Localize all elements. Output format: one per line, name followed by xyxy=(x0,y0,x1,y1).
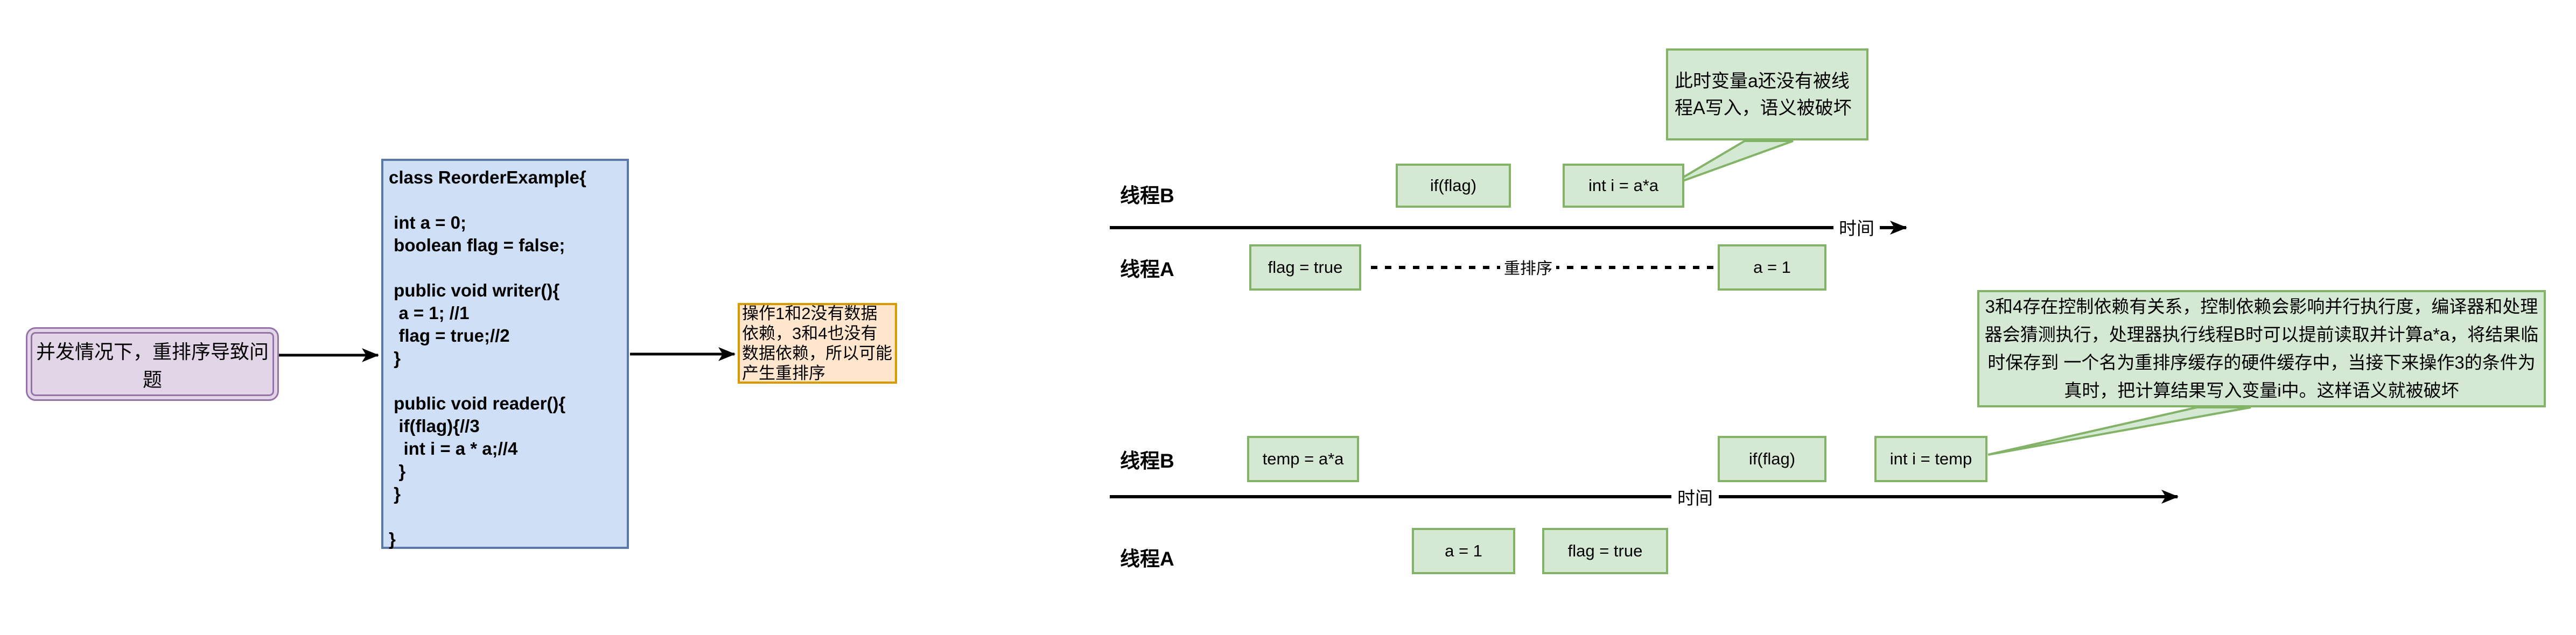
big-callout-text: 3和4存在控制依赖有关系，控制依赖会影响并行执行度，编译器和处理器会猜测执行，处… xyxy=(1984,297,2539,400)
bottom-int-i-temp-label: int i = temp xyxy=(1889,449,1972,468)
bottom-time-label: 时间 xyxy=(1671,484,1719,509)
note-label: 操作1和2没有数据依赖，3和4也没有数据依赖，所以可能产生重排序 xyxy=(742,304,892,383)
top-flag-true-label: flag = true xyxy=(1268,258,1343,277)
top-callout-tail xyxy=(1667,140,1794,187)
bottom-temp-box: temp = a*a xyxy=(1247,436,1359,482)
problem-label: 并发情况下，重排序导致问题 xyxy=(36,340,269,391)
bottom-flag-true-label: flag = true xyxy=(1567,541,1643,560)
top-int-i-label: int i = a*a xyxy=(1588,176,1659,195)
top-callout: 此时变量a还没有被线程A写入，语义被破坏 xyxy=(1666,48,1868,140)
top-callout-text: 此时变量a还没有被线程A写入，语义被破坏 xyxy=(1675,70,1852,118)
bottom-a-1-box: a = 1 xyxy=(1412,528,1515,574)
bottom-temp-label: temp = a*a xyxy=(1262,449,1344,468)
top-int-i-box: int i = a*a xyxy=(1563,164,1684,208)
bottom-if-flag-box: if(flag) xyxy=(1718,436,1826,482)
note-node: 操作1和2没有数据依赖，3和4也没有数据依赖，所以可能产生重排序 xyxy=(738,303,897,384)
top-if-flag-label: if(flag) xyxy=(1430,176,1477,195)
big-callout: 3和4存在控制依赖有关系，控制依赖会影响并行执行度，编译器和处理器会猜测执行，处… xyxy=(1977,290,2546,407)
bottom-thread-b-label: 线程B xyxy=(1120,450,1174,472)
bottom-a-1-label: a = 1 xyxy=(1445,541,1482,560)
top-a-1-label: a = 1 xyxy=(1753,258,1791,277)
top-flag-true-box: flag = true xyxy=(1249,244,1361,291)
top-if-flag-box: if(flag) xyxy=(1396,164,1511,208)
code-text: class ReorderExample{ int a = 0; boolean… xyxy=(389,167,586,549)
top-a-1-box: a = 1 xyxy=(1718,244,1826,291)
bottom-if-flag-label: if(flag) xyxy=(1748,449,1796,468)
problem-node: 并发情况下，重排序导致问题 xyxy=(26,327,279,401)
top-thread-b-label: 线程B xyxy=(1120,185,1174,207)
bottom-thread-a-label: 线程A xyxy=(1120,548,1174,570)
top-time-label: 时间 xyxy=(1833,215,1880,239)
code-node: class ReorderExample{ int a = 0; boolean… xyxy=(381,159,629,549)
bottom-int-i-temp-box: int i = temp xyxy=(1874,436,1987,482)
top-thread-a-label: 线程A xyxy=(1120,258,1174,280)
bottom-flag-true-box: flag = true xyxy=(1542,528,1668,574)
big-callout-tail xyxy=(1987,406,2251,456)
reorder-label: 重排序 xyxy=(1500,255,1556,279)
